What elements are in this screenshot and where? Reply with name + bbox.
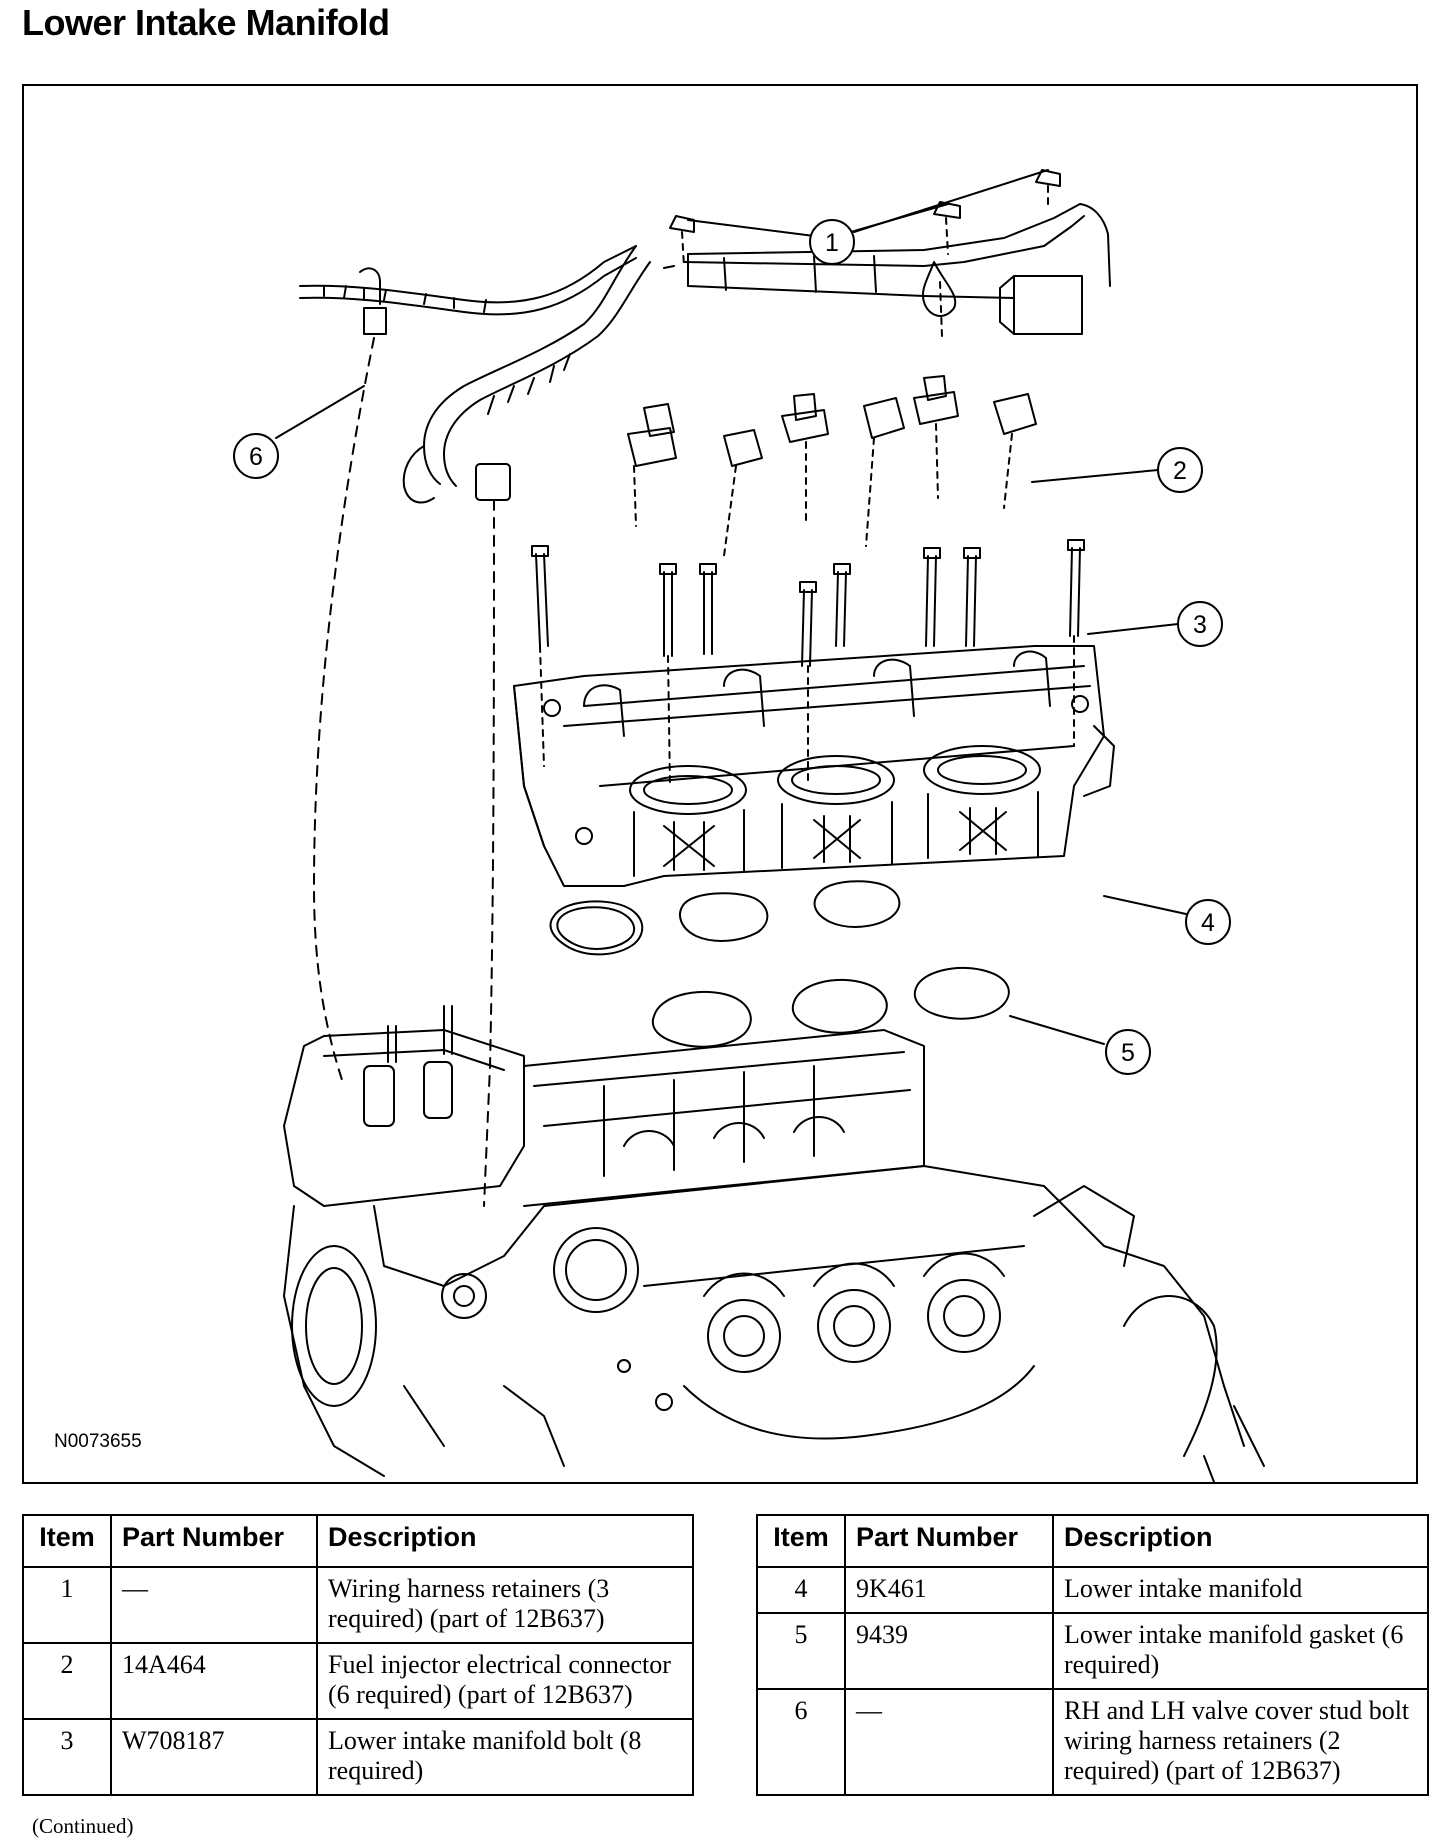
cell-item: 4 xyxy=(756,1566,846,1614)
cell-item: 2 xyxy=(22,1642,112,1720)
header-item: Item xyxy=(756,1514,846,1568)
callout-3: 3 xyxy=(1193,611,1207,639)
parts-table-right: Item Part Number Description 4 9K461 Low… xyxy=(756,1514,1429,1796)
callout-leaders xyxy=(275,169,1187,1045)
table-row: 5 9439 Lower intake manifold gasket (6 r… xyxy=(756,1612,1429,1690)
cell-part-number: W708187 xyxy=(110,1718,318,1796)
injector-connectors xyxy=(627,375,1037,557)
callout-6: 6 xyxy=(249,443,263,471)
lower-intake-manifold xyxy=(513,645,1115,887)
callout-5: 5 xyxy=(1121,1039,1135,1067)
cell-description: Lower intake manifold gasket (6 required… xyxy=(1052,1612,1429,1690)
engine-block xyxy=(283,1005,1265,1483)
table-header-row: Item Part Number Description xyxy=(22,1514,694,1568)
cell-description: Wiring harness retainers (3 required) (p… xyxy=(316,1566,694,1644)
cell-part-number: 14A464 xyxy=(110,1642,318,1720)
cell-description: RH and LH valve cover stud bolt wiring h… xyxy=(1052,1688,1429,1796)
cell-part-number: — xyxy=(844,1688,1054,1796)
cell-description: Lower intake manifold bolt (8 required) xyxy=(316,1718,694,1796)
callout-circles xyxy=(233,219,1231,1075)
table-row: 1 — Wiring harness retainers (3 required… xyxy=(22,1566,694,1644)
page-title: Lower Intake Manifold xyxy=(22,2,390,43)
manifold-gaskets xyxy=(549,880,1010,1048)
cell-item: 6 xyxy=(756,1688,846,1796)
header-description: Description xyxy=(1052,1514,1429,1568)
cell-description: Lower intake manifold xyxy=(1052,1566,1429,1614)
table-row: 3 W708187 Lower intake manifold bolt (8 … xyxy=(22,1718,694,1796)
cell-description: Fuel injector electrical connector (6 re… xyxy=(316,1642,694,1720)
engine-line-drawing: 1 2 3 4 5 6 xyxy=(233,169,1265,1483)
parts-table-left: Item Part Number Description 1 — Wiring … xyxy=(22,1514,694,1796)
header-item: Item xyxy=(22,1514,112,1568)
manifold-bolts xyxy=(531,539,1085,787)
harness-retainers xyxy=(669,169,1061,337)
cell-item: 5 xyxy=(756,1612,846,1690)
exploded-view-figure: 1 2 3 4 5 6 N0073655 xyxy=(22,84,1418,1484)
table-row: 4 9K461 Lower intake manifold xyxy=(756,1566,1429,1614)
cell-part-number: — xyxy=(110,1566,318,1644)
table-row: 2 14A464 Fuel injector electrical connec… xyxy=(22,1642,694,1720)
table-header-row: Item Part Number Description xyxy=(756,1514,1429,1568)
cell-part-number: 9439 xyxy=(844,1612,1054,1690)
header-part-number: Part Number xyxy=(844,1514,1054,1568)
callout-1: 1 xyxy=(825,229,839,257)
stud-retainer-leaders xyxy=(313,337,495,1207)
callout-4: 4 xyxy=(1201,909,1215,937)
table-row: 6 — RH and LH valve cover stud bolt wiri… xyxy=(756,1688,1429,1796)
cell-part-number: 9K461 xyxy=(844,1566,1054,1614)
continued-note: (Continued) xyxy=(32,1814,134,1838)
cell-item: 3 xyxy=(22,1718,112,1796)
cell-item: 1 xyxy=(22,1566,112,1644)
wiring-harness xyxy=(299,203,1111,504)
callout-2: 2 xyxy=(1173,457,1187,485)
header-description: Description xyxy=(316,1514,694,1568)
header-part-number: Part Number xyxy=(110,1514,318,1568)
figure-id: N0073655 xyxy=(54,1431,142,1452)
